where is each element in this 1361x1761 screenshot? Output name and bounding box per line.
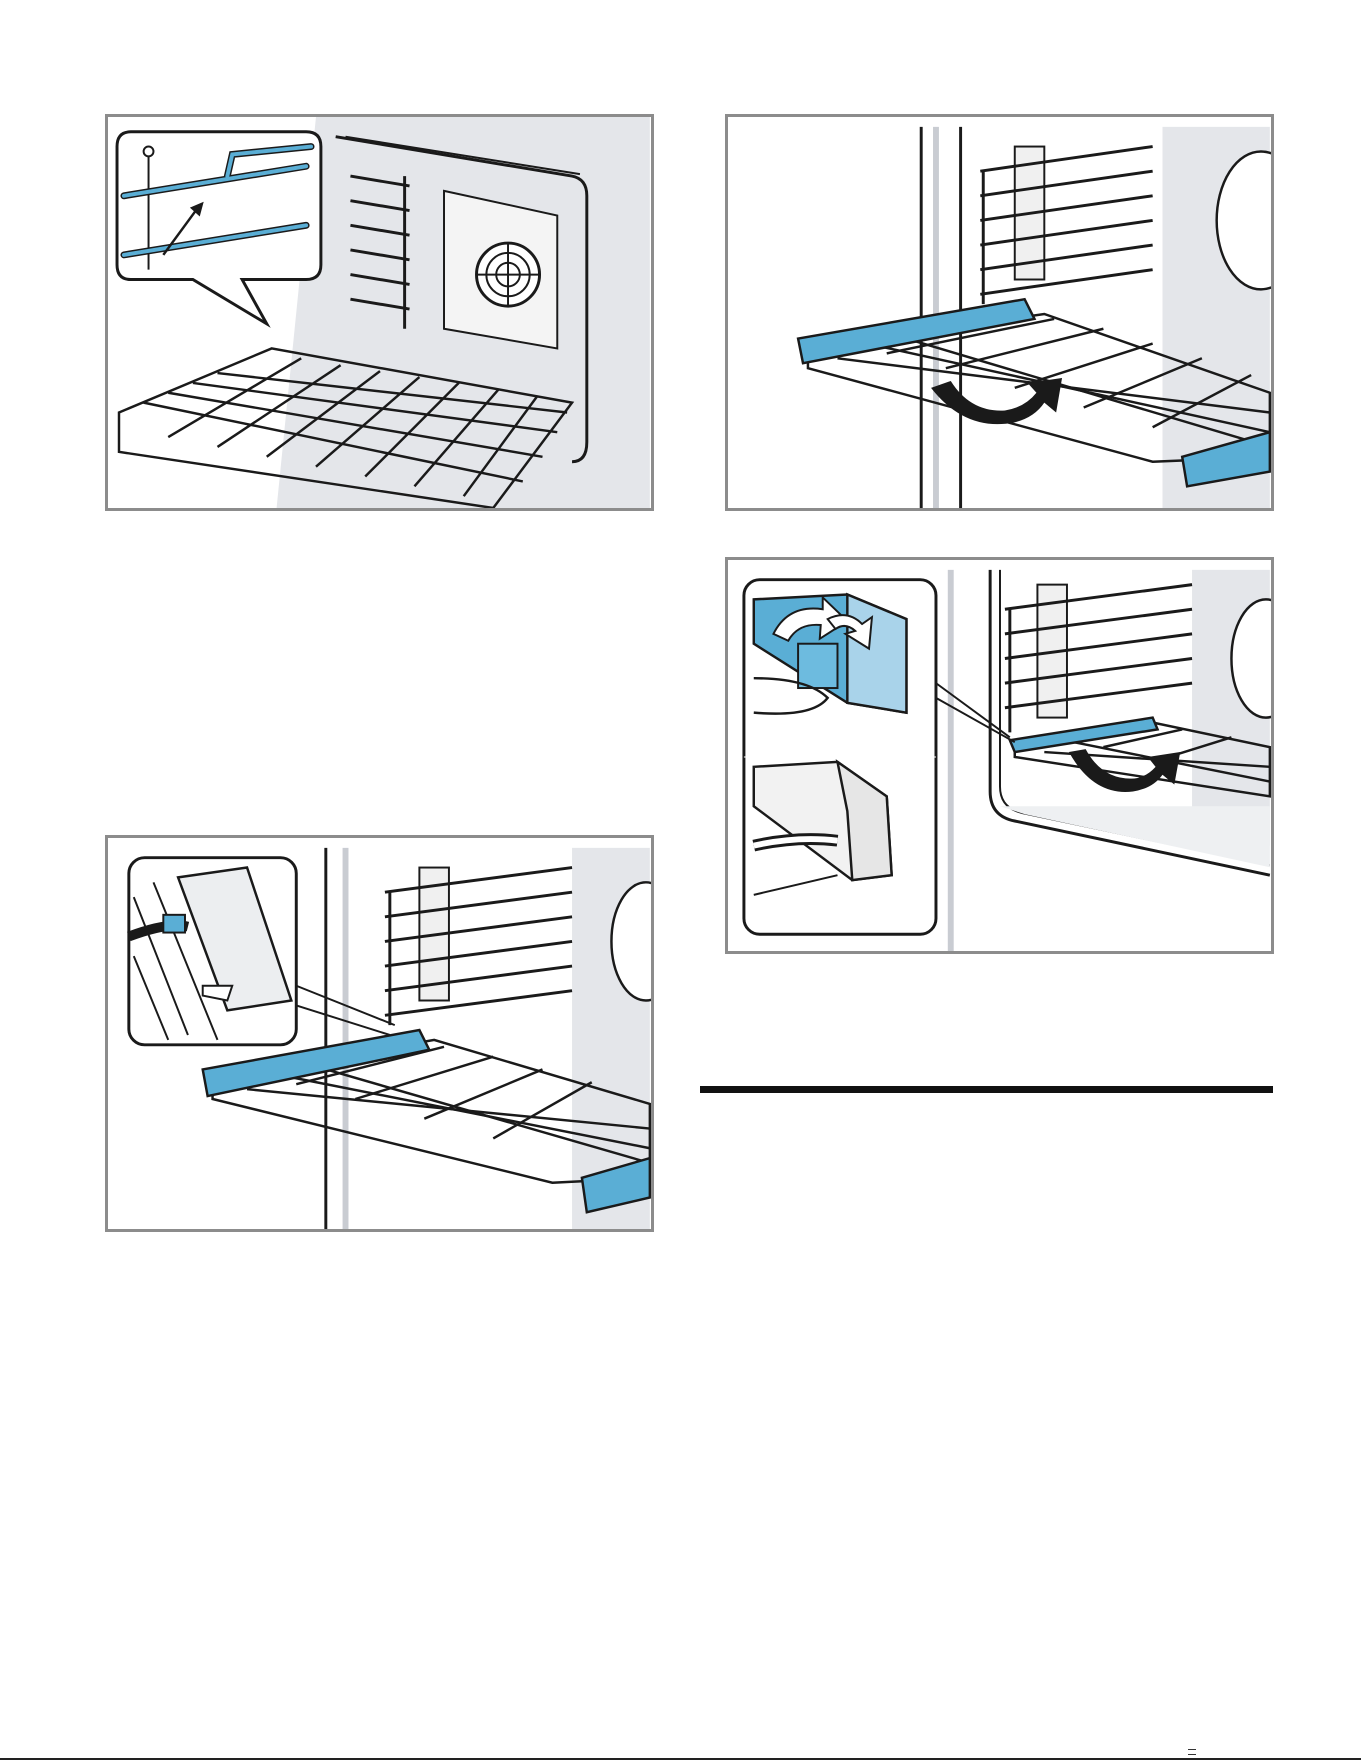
page-footer-line (0, 1758, 1361, 1760)
figure-rack-clip (105, 835, 654, 1232)
rack-hook-illustration (108, 117, 651, 508)
section-divider (700, 1086, 1273, 1093)
clip-rotate-illustration (728, 560, 1271, 951)
page-footer-mark (1188, 1749, 1196, 1755)
figure-clip-rotate (725, 557, 1274, 954)
rack-rotate-illustration (728, 117, 1271, 508)
rack-clip-illustration (108, 838, 651, 1229)
figure-rack-hook (105, 114, 654, 511)
figure-rack-rotate (725, 114, 1274, 511)
